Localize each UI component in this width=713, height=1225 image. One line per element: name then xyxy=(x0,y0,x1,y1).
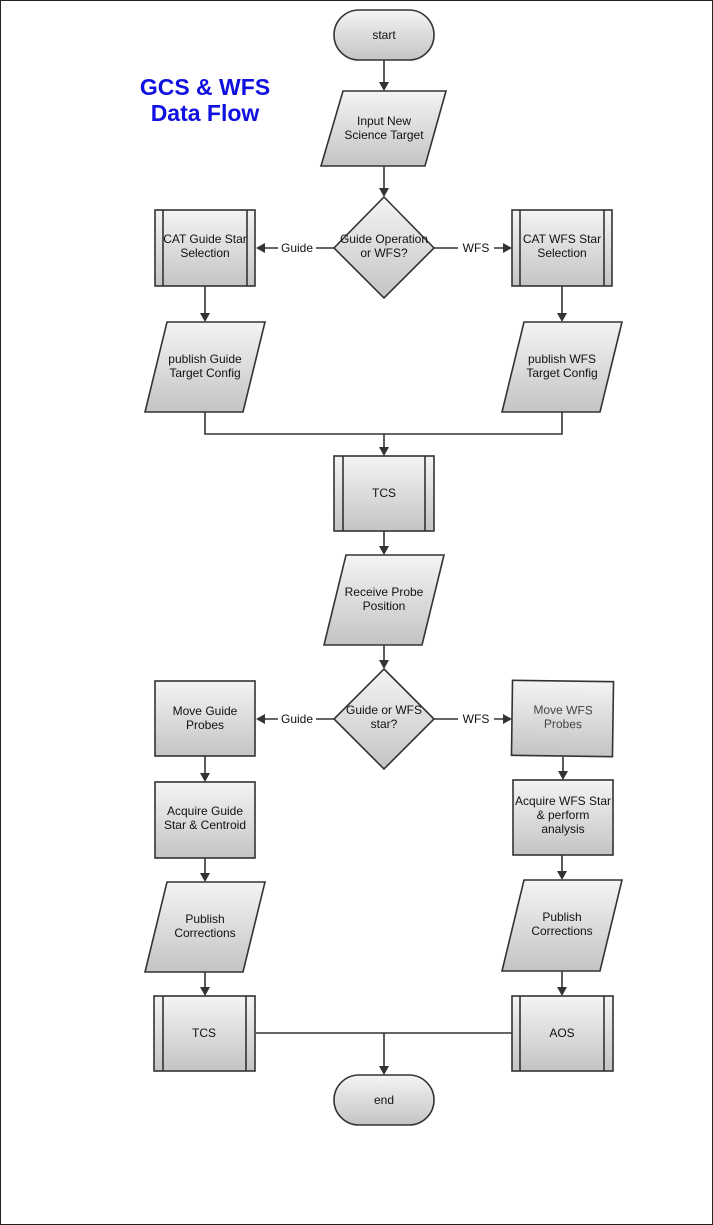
node-move-wfs-probes: Move WFS Probes xyxy=(510,679,615,758)
arrowhead xyxy=(256,243,265,253)
node-receive-label-1: Receive Probe xyxy=(345,585,424,599)
arrowhead xyxy=(557,871,567,880)
node-tcs-bottom: TCS xyxy=(153,995,256,1072)
node-decision2-label-1: Guide or WFS xyxy=(346,703,422,717)
node-decision2-label-2: star? xyxy=(371,717,398,731)
node-acquire-guide-label-2: Star & Centroid xyxy=(164,818,246,832)
node-tcs-bottom-label: TCS xyxy=(192,1026,216,1040)
edge-publish-guide-merge xyxy=(204,412,563,435)
arrowhead xyxy=(557,313,567,322)
node-tcs-top: TCS xyxy=(333,455,435,532)
node-publish-guide-label-1: publish Guide xyxy=(168,352,242,366)
node-cat-guide-label-1: CAT Guide Star xyxy=(163,232,247,246)
node-move-guide-probes: Move Guide Probes xyxy=(154,680,256,757)
node-cat-wfs-label-1: CAT WFS Star xyxy=(523,232,601,246)
node-acquire-wfs-label-1: Acquire WFS Star xyxy=(515,794,611,808)
edge-label-wfs-1: WFS xyxy=(463,241,490,255)
edge-label-guide-1: Guide xyxy=(281,241,313,255)
node-publish-wfs-label-1: publish WFS xyxy=(528,352,596,366)
node-cat-guide-star-selection: CAT Guide Star Selection xyxy=(154,209,256,287)
node-publish-guide-label-2: Target Config xyxy=(169,366,240,380)
edge-label-guide-2: Guide xyxy=(281,712,313,726)
arrowhead xyxy=(379,82,389,91)
node-tcs-top-label: TCS xyxy=(372,486,396,500)
node-cat-wfs-label-2: Selection xyxy=(537,246,586,260)
arrowhead xyxy=(503,243,512,253)
node-decision1-label-2: or WFS? xyxy=(360,246,408,260)
edge-label-wfs-2: WFS xyxy=(463,712,490,726)
node-decision-guide-or-wfs-star: Guide or WFS star? xyxy=(332,667,436,771)
arrowhead xyxy=(557,987,567,996)
arrowhead xyxy=(256,714,265,724)
node-move-guide-label-1: Move Guide xyxy=(173,704,238,718)
node-receive-probe-position: Receive Probe Position xyxy=(322,554,446,646)
node-publish-corrections-guide: Publish Corrections xyxy=(143,881,267,973)
node-publish-corr-guide-label-2: Corrections xyxy=(174,926,235,940)
node-decision1-label-1: Guide Operation xyxy=(340,232,428,246)
arrowhead xyxy=(379,188,389,197)
arrowhead xyxy=(503,714,512,724)
node-move-wfs-label-2: Probes xyxy=(544,717,582,732)
node-cat-guide-label-2: Selection xyxy=(180,246,229,260)
node-start: start xyxy=(333,9,435,61)
arrowhead xyxy=(558,771,568,780)
node-acquire-wfs-label-2: & perform xyxy=(537,808,590,822)
arrowhead xyxy=(200,987,210,996)
node-publish-guide-target-config: publish Guide Target Config xyxy=(143,321,267,413)
diagram-title-line1: GCS & WFS xyxy=(140,74,270,100)
node-acquire-guide-star: Acquire Guide Star & Centroid xyxy=(154,781,256,859)
edge-labels: Guide WFS Guide WFS xyxy=(278,240,494,727)
arrowhead xyxy=(200,873,210,882)
node-publish-corr-guide-label-1: Publish xyxy=(185,912,224,926)
arrowhead xyxy=(379,660,389,669)
node-publish-wfs-label-2: Target Config xyxy=(526,366,597,380)
arrowhead xyxy=(379,447,389,456)
node-decision-guide-or-wfs: Guide Operation or WFS? xyxy=(332,195,436,300)
node-input-new-science-target: Input New Science Target xyxy=(319,90,448,167)
node-acquire-wfs-star: Acquire WFS Star & perform analysis xyxy=(512,779,614,856)
diagram-title-line2: Data Flow xyxy=(151,100,260,126)
node-aos-label: AOS xyxy=(549,1026,574,1040)
node-acquire-guide-label-1: Acquire Guide xyxy=(167,804,243,818)
node-start-label: start xyxy=(372,28,396,42)
arrowhead xyxy=(379,1066,389,1075)
node-move-guide-label-2: Probes xyxy=(186,718,224,732)
node-cat-wfs-star-selection: CAT WFS Star Selection xyxy=(511,209,613,287)
node-acquire-wfs-label-3: analysis xyxy=(541,822,584,836)
node-publish-corr-wfs-label-1: Publish xyxy=(542,910,581,924)
arrowhead xyxy=(200,313,210,322)
arrowhead xyxy=(379,546,389,555)
node-input-label-1: Input New xyxy=(357,114,411,128)
node-publish-wfs-target-config: publish WFS Target Config xyxy=(500,321,624,413)
node-end-label: end xyxy=(374,1093,394,1107)
node-end: end xyxy=(333,1074,435,1126)
node-publish-corrections-wfs: Publish Corrections xyxy=(500,879,624,972)
node-publish-corr-wfs-label-2: Corrections xyxy=(531,924,592,938)
node-aos: AOS xyxy=(511,995,614,1072)
arrowhead xyxy=(200,773,210,782)
node-input-label-2: Science Target xyxy=(344,128,424,142)
node-receive-label-2: Position xyxy=(363,599,406,613)
node-move-wfs-label-1: Move WFS xyxy=(533,703,593,718)
